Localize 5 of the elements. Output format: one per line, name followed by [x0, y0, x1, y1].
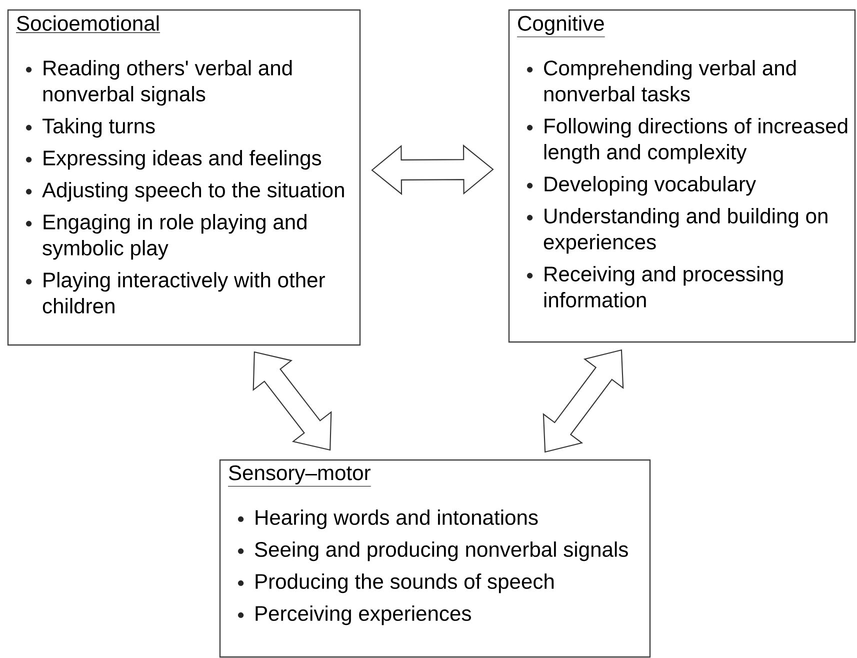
text-box: Cognitive Comprehending verbal and nonverbal tasks Following directions of increased length and complexity Developing vocabulary Understanding and building on experiences Receiving and processing information [508, 9, 856, 343]
text-box: Sensory–motor Hearing words and intonations Seeing and producing nonverbal signals Producing the sounds of speech Perceiving experiences [219, 459, 651, 658]
block-arrow [542, 349, 624, 453]
text-box: Socioemotional Reading others' verbal and nonverbal signals Taking turns Expressing ideas and feelings Adjusting speech to the situation Engaging in role playing and symbolic play Playing interactively with other children [7, 9, 361, 346]
block-arrow [252, 351, 332, 451]
